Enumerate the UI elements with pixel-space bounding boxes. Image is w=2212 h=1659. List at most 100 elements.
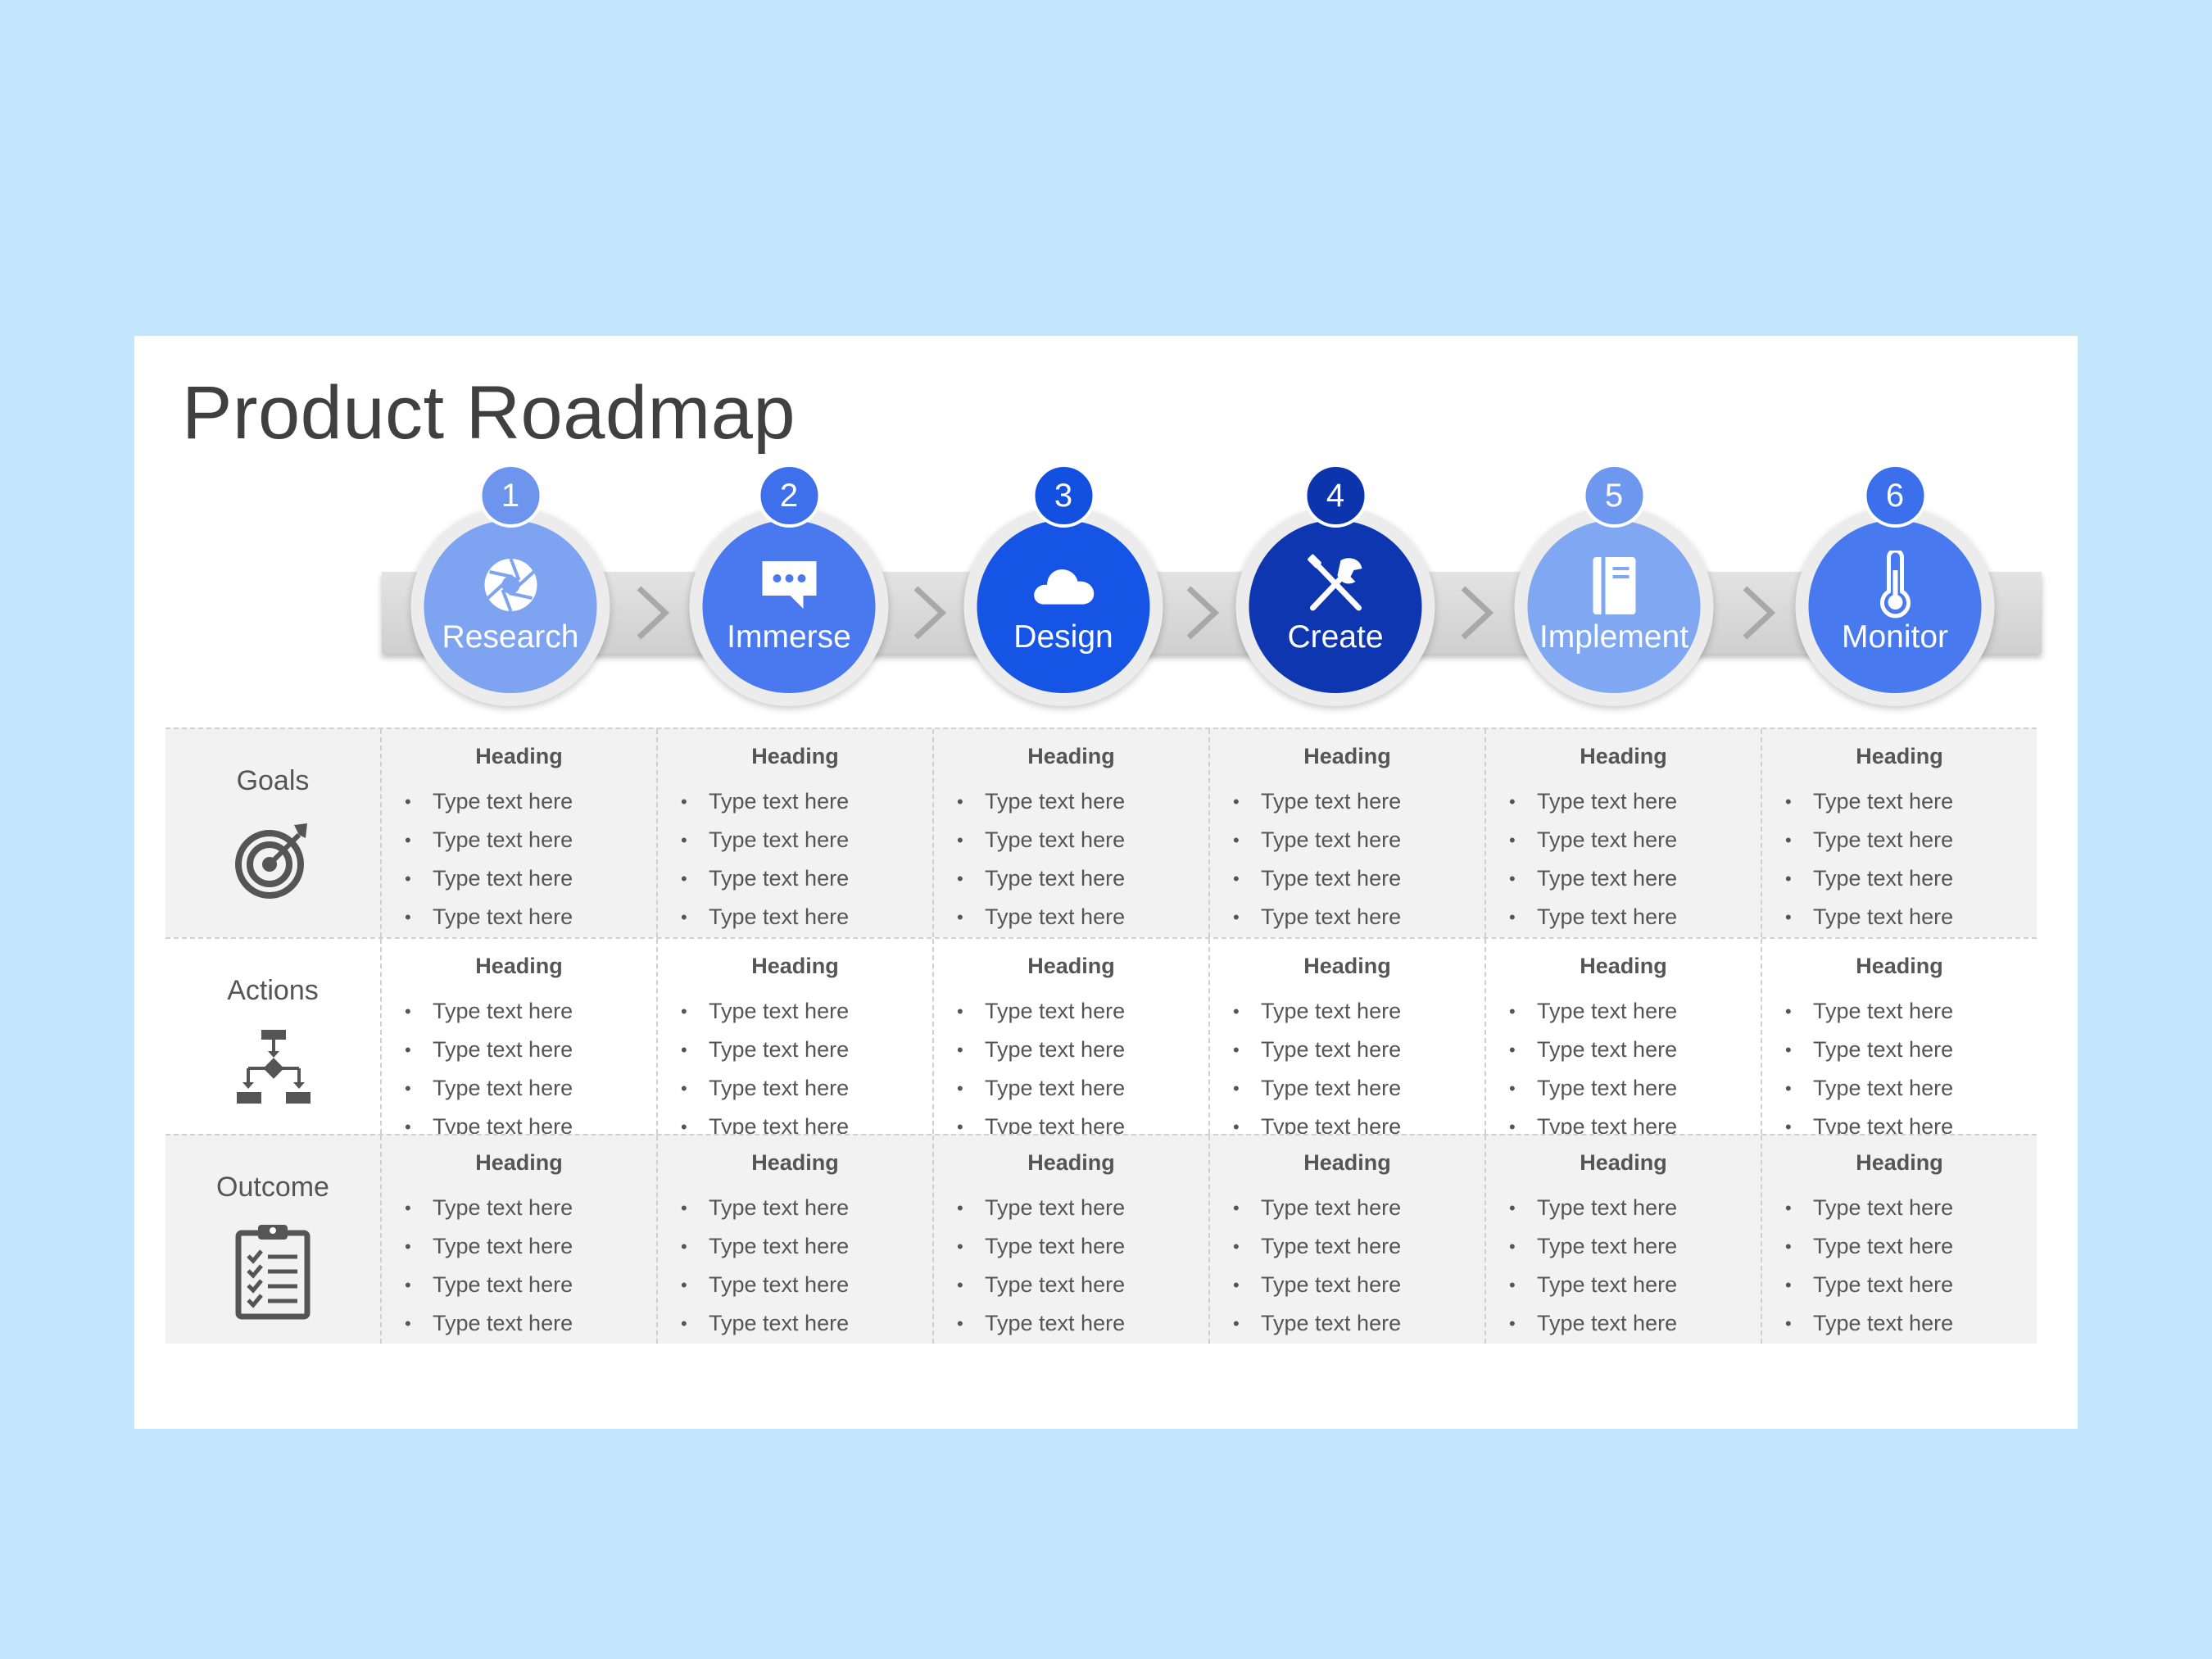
cell-heading[interactable]: Heading [1856,954,1943,978]
row-outcome: Outcome He [165,1134,2037,1344]
bullet-list: Type text hereType text hereType text he… [1210,782,1484,936]
bullet-item[interactable]: Type text here [1762,992,2037,1031]
step-monitor[interactable]: Monitor 6 [1795,464,1995,706]
cell-heading[interactable]: Heading [1580,954,1667,978]
bullet-item[interactable]: Type text here [1762,859,2037,898]
step-implement[interactable]: Implement 5 [1514,464,1714,706]
bullet-item[interactable]: Type text here [1486,992,1761,1031]
bullet-item[interactable]: Type text here [1486,898,1761,936]
cell-heading[interactable]: Heading [475,954,563,978]
bullet-item[interactable]: Type text here [1762,1304,2037,1343]
bullet-item[interactable]: Type text here [382,821,656,859]
bullet-item[interactable]: Type text here [934,1031,1208,1069]
bullet-item[interactable]: Type text here [1210,898,1484,936]
bullet-item[interactable]: Type text here [658,859,932,898]
bullet-list: Type text hereType text hereType text he… [1486,1189,1761,1343]
bullet-item[interactable]: Type text here [1762,1189,2037,1227]
bullet-item[interactable]: Type text here [658,1069,932,1108]
bullet-item[interactable]: Type text here [382,782,656,821]
bullet-item[interactable]: Type text here [1762,821,2037,859]
bullet-item[interactable]: Type text here [1210,782,1484,821]
bullet-item[interactable]: Type text here [658,821,932,859]
cell: HeadingType text hereType text hereType … [1208,939,1484,1146]
bullet-item[interactable]: Type text here [1210,1227,1484,1266]
bullet-item[interactable]: Type text here [1762,1069,2037,1108]
bullet-item[interactable]: Type text here [382,859,656,898]
bullet-item[interactable]: Type text here [934,1227,1208,1266]
bullet-item[interactable]: Type text here [1486,1069,1761,1108]
bullet-item[interactable]: Type text here [1210,1031,1484,1069]
bullet-item[interactable]: Type text here [382,1189,656,1227]
bullet-item[interactable]: Type text here [934,1189,1208,1227]
cell-heading[interactable]: Heading [1027,744,1115,768]
cell-heading[interactable]: Heading [475,1150,563,1175]
cell-heading[interactable]: Heading [1303,1150,1391,1175]
bullet-item[interactable]: Type text here [658,1031,932,1069]
bullet-item[interactable]: Type text here [934,821,1208,859]
bullet-item[interactable]: Type text here [658,992,932,1031]
bullet-item[interactable]: Type text here [934,782,1208,821]
cell-heading[interactable]: Heading [1580,1150,1667,1175]
cell-heading[interactable]: Heading [1856,744,1943,768]
bullet-item[interactable]: Type text here [1762,782,2037,821]
bullet-item[interactable]: Type text here [1486,821,1761,859]
cell-heading[interactable]: Heading [1027,954,1115,978]
bullet-item[interactable]: Type text here [658,1189,932,1227]
bullet-item[interactable]: Type text here [658,1266,932,1304]
bullet-item[interactable]: Type text here [1486,1227,1761,1266]
bullet-item[interactable]: Type text here [1762,1031,2037,1069]
bullet-item[interactable]: Type text here [382,1266,656,1304]
bullet-item[interactable]: Type text here [1210,1069,1484,1108]
cell-heading[interactable]: Heading [1580,744,1667,768]
bullet-item[interactable]: Type text here [382,1227,656,1266]
bullet-item[interactable]: Type text here [658,782,932,821]
row-header: Goals [165,729,380,937]
bullet-item[interactable]: Type text here [1762,898,2037,936]
cell-heading[interactable]: Heading [751,954,839,978]
step-design[interactable]: Design 3 [963,464,1163,706]
step-immerse[interactable]: Immerse 2 [689,464,889,706]
bullet-item[interactable]: Type text here [1486,782,1761,821]
bullet-item[interactable]: Type text here [934,1266,1208,1304]
bullet-item[interactable]: Type text here [1210,821,1484,859]
bullet-item[interactable]: Type text here [382,992,656,1031]
cell-heading[interactable]: Heading [1027,1150,1115,1175]
bullet-item[interactable]: Type text here [382,1031,656,1069]
bullet-list: Type text hereType text hereType text he… [1762,1189,2037,1343]
bullet-item[interactable]: Type text here [1210,1266,1484,1304]
bullet-item[interactable]: Type text here [1486,1031,1761,1069]
bullet-item[interactable]: Type text here [382,1304,656,1343]
cell-heading[interactable]: Heading [751,1150,839,1175]
step-circle: Design [977,520,1150,693]
bullet-item[interactable]: Type text here [1210,992,1484,1031]
bullet-item[interactable]: Type text here [1210,1189,1484,1227]
bullet-item[interactable]: Type text here [382,898,656,936]
bullet-item[interactable]: Type text here [1210,1304,1484,1343]
bullet-item[interactable]: Type text here [934,1069,1208,1108]
bullet-item[interactable]: Type text here [1486,1266,1761,1304]
bullet-item[interactable]: Type text here [1762,1266,2037,1304]
bullet-item[interactable]: Type text here [934,859,1208,898]
bullet-item[interactable]: Type text here [1762,1227,2037,1266]
bullet-item[interactable]: Type text here [934,1304,1208,1343]
bullet-item[interactable]: Type text here [658,898,932,936]
cell-heading[interactable]: Heading [751,744,839,768]
bullet-item[interactable]: Type text here [934,898,1208,936]
cell-heading[interactable]: Heading [1303,744,1391,768]
bullet-item[interactable]: Type text here [934,992,1208,1031]
cell-heading[interactable]: Heading [1856,1150,1943,1175]
bullet-item[interactable]: Type text here [1486,1304,1761,1343]
cell-heading[interactable]: Heading [1303,954,1391,978]
bullet-list: Type text hereType text hereType text he… [1486,782,1761,936]
page-title: Product Roadmap [182,371,796,455]
bullet-item[interactable]: Type text here [382,1069,656,1108]
cell-heading[interactable]: Heading [475,744,563,768]
step-research[interactable]: Research 1 [410,464,610,706]
cell: HeadingType text hereType text hereType … [656,729,932,937]
bullet-item[interactable]: Type text here [658,1227,932,1266]
bullet-item[interactable]: Type text here [1210,859,1484,898]
bullet-item[interactable]: Type text here [1486,859,1761,898]
bullet-item[interactable]: Type text here [658,1304,932,1343]
bullet-item[interactable]: Type text here [1486,1189,1761,1227]
step-create[interactable]: Create 4 [1235,464,1435,706]
